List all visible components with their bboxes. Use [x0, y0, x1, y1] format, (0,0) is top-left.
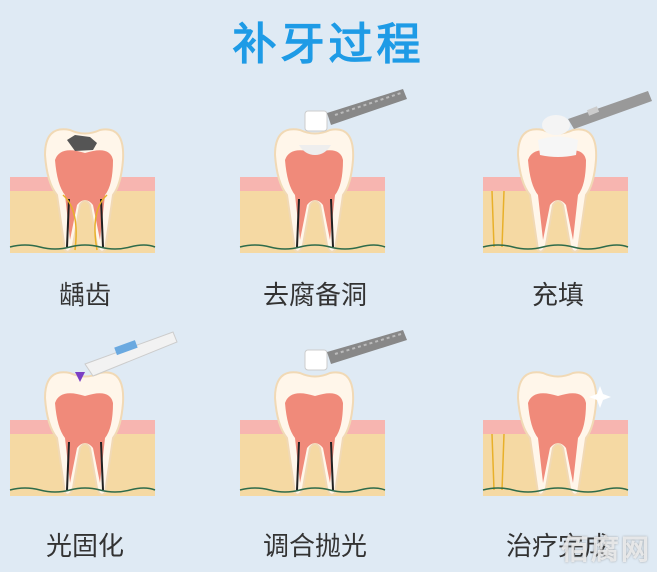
watermark: 佰腐网	[560, 533, 651, 566]
step-label: 调合抛光	[262, 532, 367, 562]
step-label: 光固化	[45, 532, 124, 562]
polishing-tooth-illustration	[239, 330, 407, 496]
step-filling: 充填	[478, 85, 652, 311]
page-title: 补牙过程	[232, 19, 425, 70]
decayed-tooth-illustration	[9, 128, 156, 253]
sparkle-icon	[589, 386, 611, 408]
drilling-tooth-illustration	[239, 89, 407, 253]
filling-tooth-illustration	[482, 91, 652, 253]
step-label: 龋齿	[58, 281, 111, 311]
step-light-curing: 光固化	[5, 328, 178, 562]
step-label: 去腐备洞	[262, 281, 367, 311]
step-tooth-decay: 龋齿	[5, 115, 165, 311]
step-label: 治疗完成	[505, 532, 610, 562]
step-remove-decay: 去腐备洞	[235, 85, 407, 311]
healthy-tooth-illustration	[482, 371, 629, 496]
step-label: 充填	[531, 281, 584, 311]
light-curing-tooth-illustration	[9, 331, 178, 496]
step-polishing: 调合抛光	[235, 328, 407, 562]
step-completed: 治疗完成	[478, 358, 638, 562]
